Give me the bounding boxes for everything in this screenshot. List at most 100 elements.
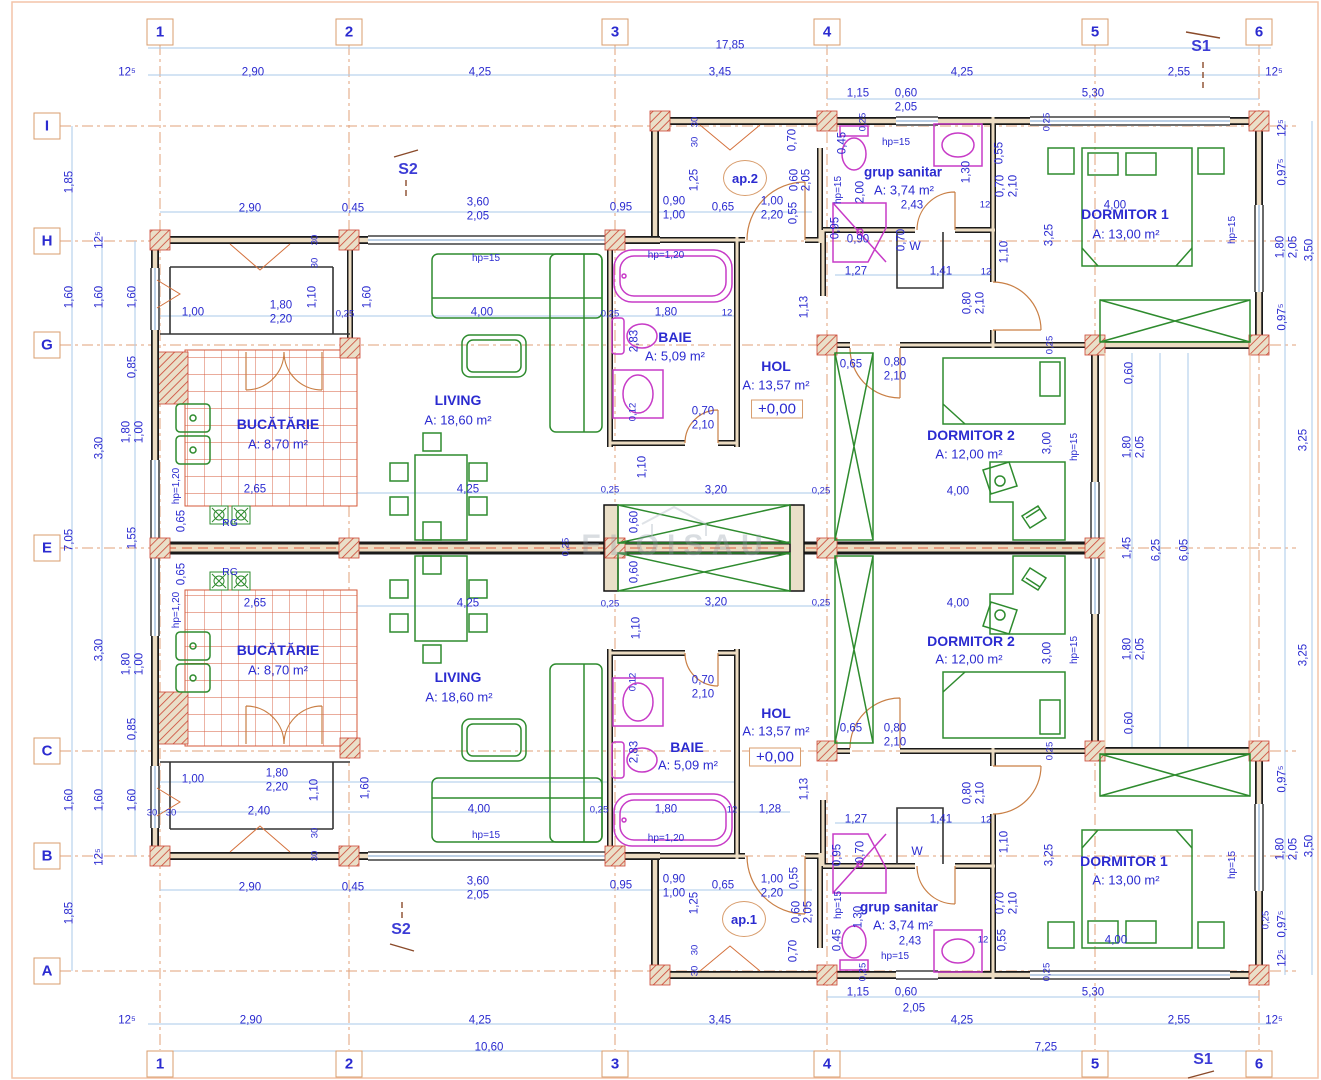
dim-label: 12⁵ (1276, 119, 1289, 137)
dim-label: 0,65 (839, 722, 863, 735)
grid-column-bubble-top-6: 6 (1245, 18, 1273, 46)
dim-label: 12⁵ (118, 66, 136, 79)
room-label: DORMITOR 1 (1080, 853, 1168, 869)
dim-label: 1,27 (844, 813, 868, 826)
room-label: grup sanitar (863, 164, 943, 180)
dim-label: 0,55 (787, 201, 800, 225)
dim-label: 0,70 (854, 840, 867, 864)
dim-label: 1,80 (654, 803, 678, 816)
dim-label: 0,25 (1044, 741, 1056, 761)
dim-label: 4,25 (950, 66, 974, 79)
dim-label: 1,60 (359, 776, 372, 800)
dim-label: 0,95 (829, 216, 842, 240)
dim-label: 1,15 (846, 986, 870, 999)
grid-row-bubble-B: B (33, 842, 61, 870)
dim-label: 0,60 (894, 87, 918, 100)
dim-label: 1,28 (758, 803, 782, 816)
dim-label: 6,25 (1150, 538, 1163, 562)
dim-label: 12⁵ (93, 848, 106, 866)
dim-label: 3,30 (93, 436, 106, 460)
dim-label: 0,60 (894, 986, 918, 999)
dim-label: 0,12 (627, 402, 639, 422)
dim-label: 0,97⁵ (1276, 910, 1289, 938)
dim-label: 2,20 (269, 313, 293, 326)
room-area-label: A: 3,74 m² (873, 917, 933, 933)
dim-label: 7,05 (63, 528, 76, 552)
apartment-badge: ap.2 (723, 160, 767, 196)
column-hatches (149, 110, 1270, 986)
dim-label: 4,00 (467, 803, 491, 816)
dim-label: 2,43 (900, 199, 924, 212)
dim-label: 2,05 (1134, 435, 1147, 459)
dim-label: 1,85 (63, 170, 76, 194)
grid-row-bubble-C: C (33, 737, 61, 765)
dim-label: 0,25 (1041, 962, 1053, 982)
dim-label: 2,05 (466, 889, 490, 902)
dim-label: 3,25 (1297, 643, 1310, 667)
grid-column-bubble-bottom-2: 2 (335, 1050, 363, 1078)
dim-label: 1,25 (688, 168, 701, 192)
dim-label: 2,90 (238, 202, 262, 215)
room-label: BUCĂTĂRIE (236, 416, 320, 432)
room-label: grup sanitar (859, 899, 939, 915)
dim-label: 4,00 (946, 485, 970, 498)
dim-label: 2,05 (800, 168, 813, 192)
sanitary-fixtures (611, 123, 983, 973)
dim-label: 0,70 (787, 939, 800, 963)
dim-label: 0,97⁵ (1276, 303, 1289, 331)
dim-label: 1,10 (636, 455, 649, 479)
dim-label: 4,25 (468, 1014, 492, 1027)
dim-label: 2,83 (628, 329, 641, 353)
room-label: RG (222, 516, 238, 529)
dim-label: 0,85 (126, 717, 139, 741)
dim-label: 1,15 (846, 87, 870, 100)
dim-label: hp=1,20 (171, 591, 182, 629)
dim-label: 2,05 (1134, 637, 1147, 661)
dim-label: 3,60 (466, 196, 490, 209)
dim-label: 3,20 (704, 484, 728, 497)
dim-label: 0,70 (895, 228, 908, 252)
dim-label: 2,20 (760, 209, 784, 222)
dim-label: 2,43 (898, 935, 922, 948)
dim-label: 1,60 (63, 788, 76, 812)
dim-label: 0,70 (994, 174, 1007, 198)
grid-column-bubble-bottom-6: 6 (1245, 1050, 1273, 1078)
dim-label: 6,05 (1178, 538, 1191, 562)
room-label: HOL (761, 358, 791, 374)
watermark-logo (641, 505, 707, 536)
dim-label: 1,80 (120, 652, 133, 676)
dim-label: 0,12 (627, 672, 639, 692)
windows (150, 116, 1264, 980)
dim-label: 0,80 (961, 291, 974, 315)
room-label: DORMITOR 1 (1081, 206, 1169, 222)
dim-label: 1,10 (306, 285, 319, 309)
dim-label: 1,80 (1121, 435, 1134, 459)
dim-label: 10,60 (474, 1041, 504, 1054)
dim-label: 0,60 (788, 168, 801, 192)
dim-label: 0,25 (600, 484, 620, 496)
dim-label: hp=15 (833, 890, 844, 920)
dim-label: 0,25 (600, 598, 620, 610)
dim-label: 0,25 (811, 485, 831, 497)
dim-label: 0,65 (175, 562, 188, 586)
dim-label: 1,13 (798, 295, 811, 319)
dim-label: 3,50 (1303, 238, 1316, 262)
dim-label: 2,10 (1007, 891, 1020, 915)
dim-label: 0,70 (786, 128, 799, 152)
dim-label: 2,05 (894, 101, 918, 114)
dim-label: 2,20 (265, 781, 289, 794)
dim-label: 2,00 (854, 180, 867, 204)
dim-label: 2,90 (241, 66, 265, 79)
room-label: DORMITOR 2 (927, 633, 1015, 649)
grid-column-bubble-top-3: 3 (601, 18, 629, 46)
dim-label: 12 (726, 804, 738, 816)
room-area-label: A: 5,09 m² (658, 757, 718, 773)
dim-label: 2,10 (883, 370, 907, 383)
dim-label: 1,00 (760, 195, 784, 208)
dim-label: 1,13 (798, 777, 811, 801)
room-label: W (911, 844, 923, 858)
dim-label: 4,00 (1104, 934, 1128, 947)
dim-label: 30 (165, 807, 177, 819)
dim-label: 2,55 (1167, 66, 1191, 79)
dim-label: 1,41 (929, 265, 953, 278)
